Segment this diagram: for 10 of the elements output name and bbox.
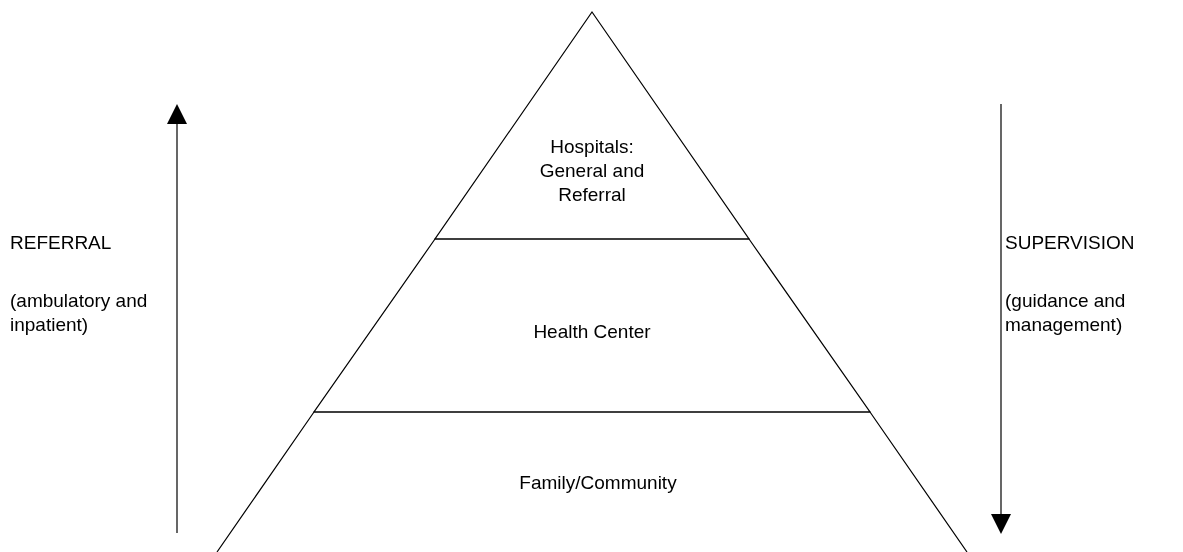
side-note: (guidance and management): [1005, 289, 1127, 337]
side-note: (ambulatory and inpatient): [10, 289, 149, 337]
pyramid-middle-tier: [314, 239, 870, 412]
tier-label: Health Center: [532, 320, 652, 344]
pyramid-top-tier: [435, 12, 749, 239]
tier-label: Hospitals: General and Referral: [538, 135, 646, 207]
tier-label: Family/Community: [518, 471, 678, 495]
side-heading: REFERRAL: [10, 231, 113, 255]
side-heading: SUPERVISION: [1005, 231, 1136, 255]
pyramid-base-tier: [217, 412, 967, 552]
